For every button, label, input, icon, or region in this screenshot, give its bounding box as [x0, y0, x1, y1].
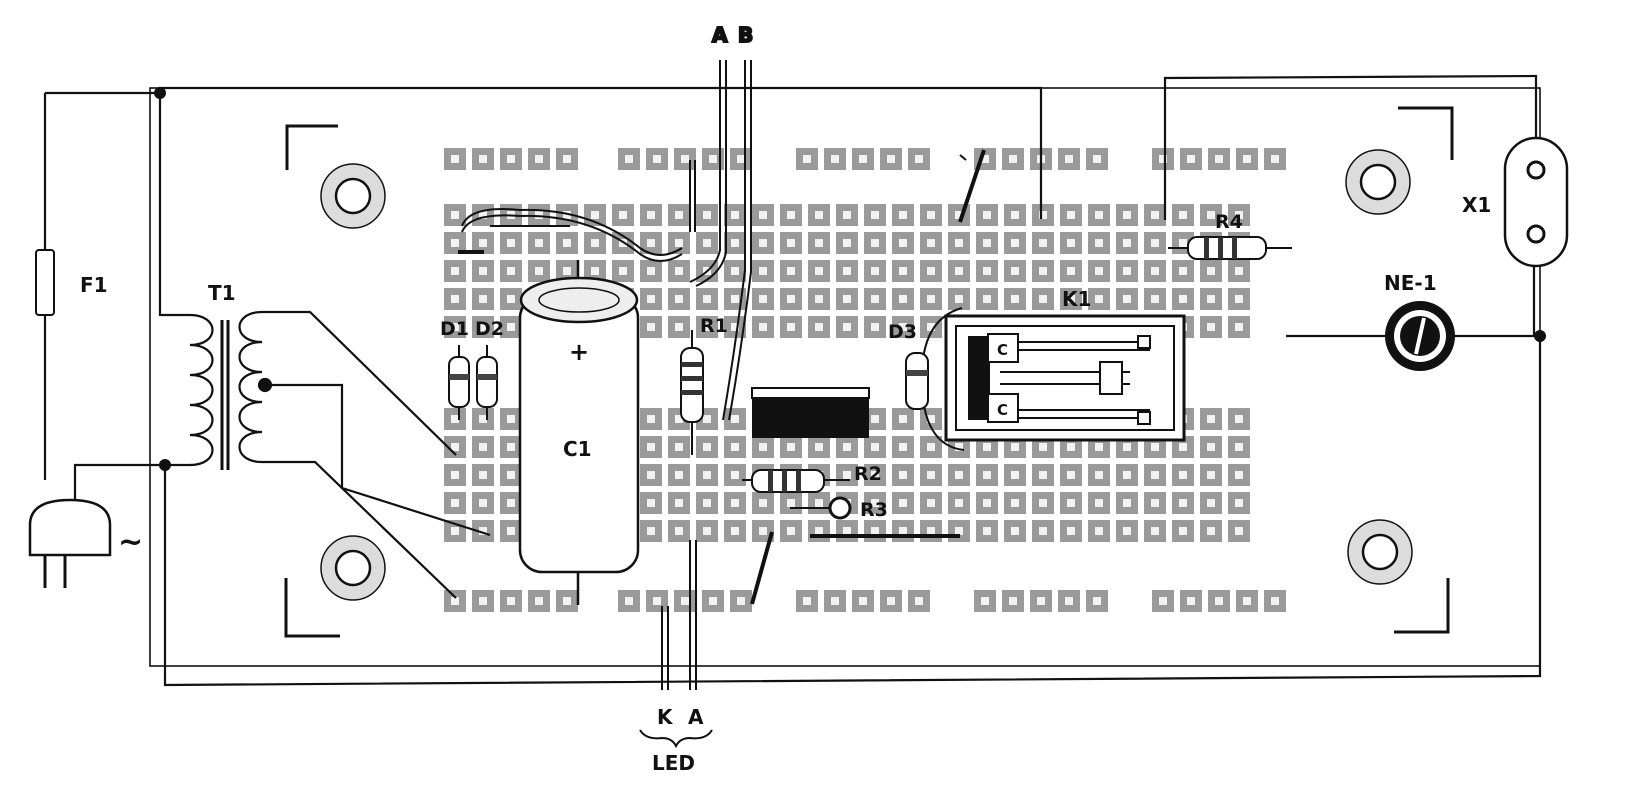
transformer-label: T1	[208, 281, 236, 305]
fuse-label: F1	[80, 273, 108, 297]
resistor4-label: R4	[1215, 211, 1243, 233]
diode1-label: D1	[440, 318, 469, 340]
wires-a-b: A B	[689, 22, 754, 421]
wire-b-label: B	[738, 23, 753, 47]
mount-hole-bottom-right	[1347, 519, 1413, 585]
resistor-r3: R3	[790, 496, 888, 521]
relay-contact-bottom: C	[997, 401, 1008, 419]
capacitor-polarity: +	[569, 338, 589, 366]
relay-k1: C C K1	[944, 287, 1186, 442]
external-wiring	[43, 74, 1546, 687]
ac-symbol: ~	[118, 525, 143, 560]
mount-hole-top-left	[320, 163, 386, 229]
diode3-label: D3	[888, 321, 917, 343]
capacitor-c1: + C1	[518, 260, 640, 605]
led-a-label: A	[688, 705, 704, 729]
led-k-label: K	[657, 705, 674, 729]
socket-label: X1	[1462, 193, 1491, 217]
relay-label: K1	[1062, 287, 1091, 311]
led-label-group: K A LED	[639, 705, 713, 775]
resistor1-label: R1	[700, 315, 728, 337]
capacitor-label: C1	[563, 437, 592, 461]
resistor-r2: R2	[742, 463, 882, 493]
wire-a-label: A	[712, 23, 728, 47]
mains-plug: ~	[28, 498, 143, 588]
neon-lamp-ne1: NE-1	[1384, 271, 1455, 371]
resistor-r4: R4	[1168, 211, 1292, 260]
diodes-d1-d2: D1 D2	[440, 318, 504, 420]
resistor3-label: R3	[860, 499, 888, 521]
corner-marks	[284, 106, 1454, 638]
mounting-holes	[320, 149, 1413, 601]
mount-hole-top-right	[1345, 149, 1411, 215]
neon-lamp-label: NE-1	[1384, 271, 1437, 295]
mount-hole-bottom-left	[320, 535, 386, 601]
resistor2-label: R2	[854, 463, 882, 485]
jumper-wires	[458, 149, 986, 690]
diode-d3: D3	[888, 307, 965, 451]
fuse-f1: F1	[35, 249, 108, 316]
transformer-t1: T1	[189, 281, 491, 599]
relay-contact-top: C	[997, 341, 1008, 359]
black-component	[751, 387, 870, 438]
resistor-r1: R1	[680, 315, 728, 455]
socket-x1: X1	[1462, 136, 1569, 268]
diode2-label: D2	[475, 318, 504, 340]
led-label: LED	[652, 751, 695, 775]
